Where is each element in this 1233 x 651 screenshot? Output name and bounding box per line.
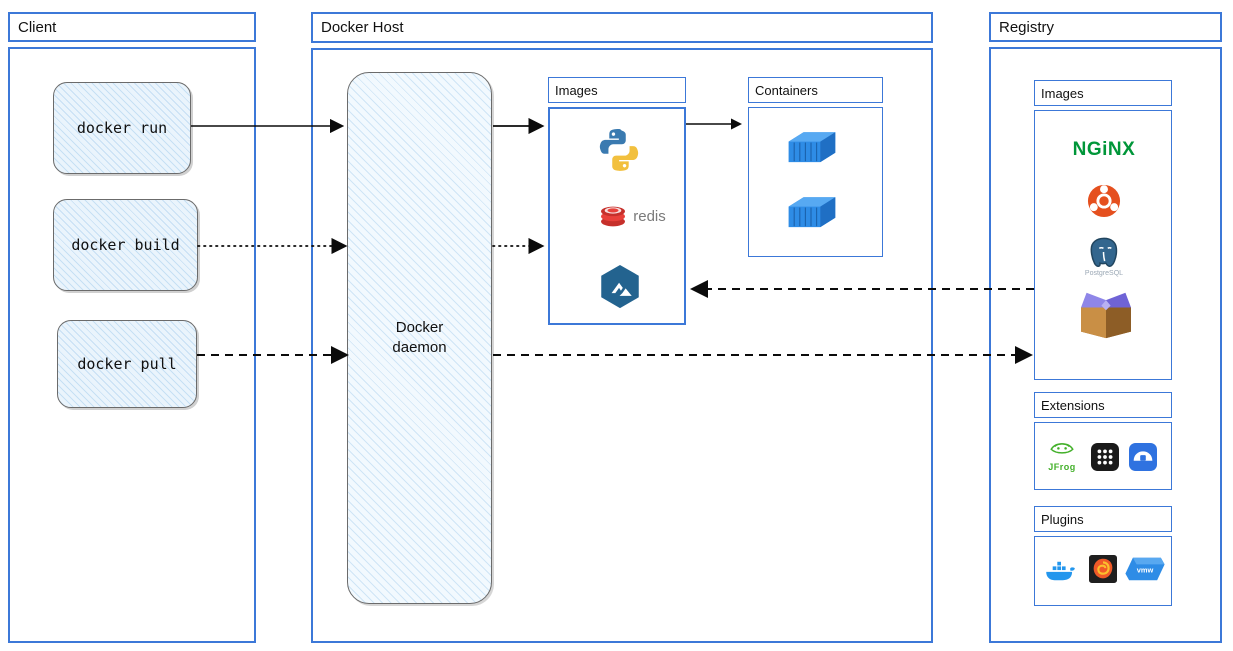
grid-app-icon bbox=[1090, 442, 1120, 472]
ubuntu-logo-icon bbox=[1085, 182, 1123, 220]
redis-logo-icon: redis bbox=[588, 202, 678, 230]
nginx-logo-caption: NGiNX bbox=[1072, 139, 1136, 160]
vmware-logo-icon: vmw bbox=[1124, 554, 1166, 584]
redis-logo-caption: redis bbox=[633, 207, 666, 225]
sub-header-registry-extensions: Extensions bbox=[1034, 392, 1172, 418]
python-logo-icon bbox=[597, 127, 641, 173]
alpine-logo-icon bbox=[598, 263, 642, 309]
grafana-logo-icon bbox=[1088, 554, 1118, 584]
container-icon-2 bbox=[782, 192, 840, 238]
connector-build-to-daemon bbox=[197, 237, 358, 255]
jfrog-logo-caption: JFrog bbox=[1048, 461, 1076, 472]
panel-header-client: Client bbox=[8, 12, 256, 42]
command-label-docker-pull: docker pull bbox=[77, 355, 177, 373]
connector-run-to-daemon bbox=[191, 118, 353, 134]
postgresql-logo-caption: PostgreSQL bbox=[1084, 270, 1124, 277]
panel-header-docker-host: Docker Host bbox=[311, 12, 933, 43]
panel-title-client: Client bbox=[18, 18, 57, 36]
sub-header-registry-images: Images bbox=[1034, 80, 1172, 106]
connector-registry-to-images bbox=[684, 280, 1036, 298]
command-box-docker-run[interactable]: docker run bbox=[53, 82, 191, 174]
blue-app-icon bbox=[1128, 442, 1158, 472]
sub-header-host-images: Images bbox=[548, 77, 686, 103]
panel-title-docker-host: Docker Host bbox=[321, 19, 404, 36]
postgresql-logo-icon: PostgreSQL bbox=[1075, 235, 1133, 279]
jfrog-logo-icon: JFrog bbox=[1043, 440, 1081, 474]
svg-text:vmw: vmw bbox=[1137, 566, 1154, 575]
sub-body-host-containers bbox=[748, 107, 883, 257]
sub-title-host-containers: Containers bbox=[755, 82, 818, 98]
connector-daemon-to-registry bbox=[493, 346, 1041, 364]
container-icon-1 bbox=[782, 127, 840, 173]
sub-title-registry-images: Images bbox=[1041, 85, 1084, 101]
nginx-logo-icon: NGiNX bbox=[1060, 136, 1148, 164]
sub-title-host-images: Images bbox=[555, 82, 598, 98]
sub-header-host-containers: Containers bbox=[748, 77, 883, 103]
connector-pull-to-daemon bbox=[197, 346, 359, 364]
connector-daemon-to-images-dotted bbox=[492, 237, 553, 255]
docker-whale-logo-icon bbox=[1042, 556, 1080, 586]
command-label-docker-build: docker build bbox=[71, 236, 180, 254]
panel-title-registry: Registry bbox=[999, 18, 1055, 36]
panel-header-registry: Registry bbox=[989, 12, 1222, 42]
command-box-docker-pull[interactable]: docker pull bbox=[57, 320, 197, 408]
connector-daemon-to-images bbox=[493, 117, 553, 135]
connector-images-to-containers bbox=[686, 117, 752, 131]
command-box-docker-build[interactable]: docker build bbox=[53, 199, 198, 291]
sub-title-registry-plugins: Plugins bbox=[1041, 511, 1084, 527]
sub-header-registry-plugins: Plugins bbox=[1034, 506, 1172, 532]
command-label-docker-run: docker run bbox=[76, 119, 168, 137]
package-box-icon bbox=[1075, 288, 1137, 340]
sub-title-registry-extensions: Extensions bbox=[1041, 397, 1105, 413]
